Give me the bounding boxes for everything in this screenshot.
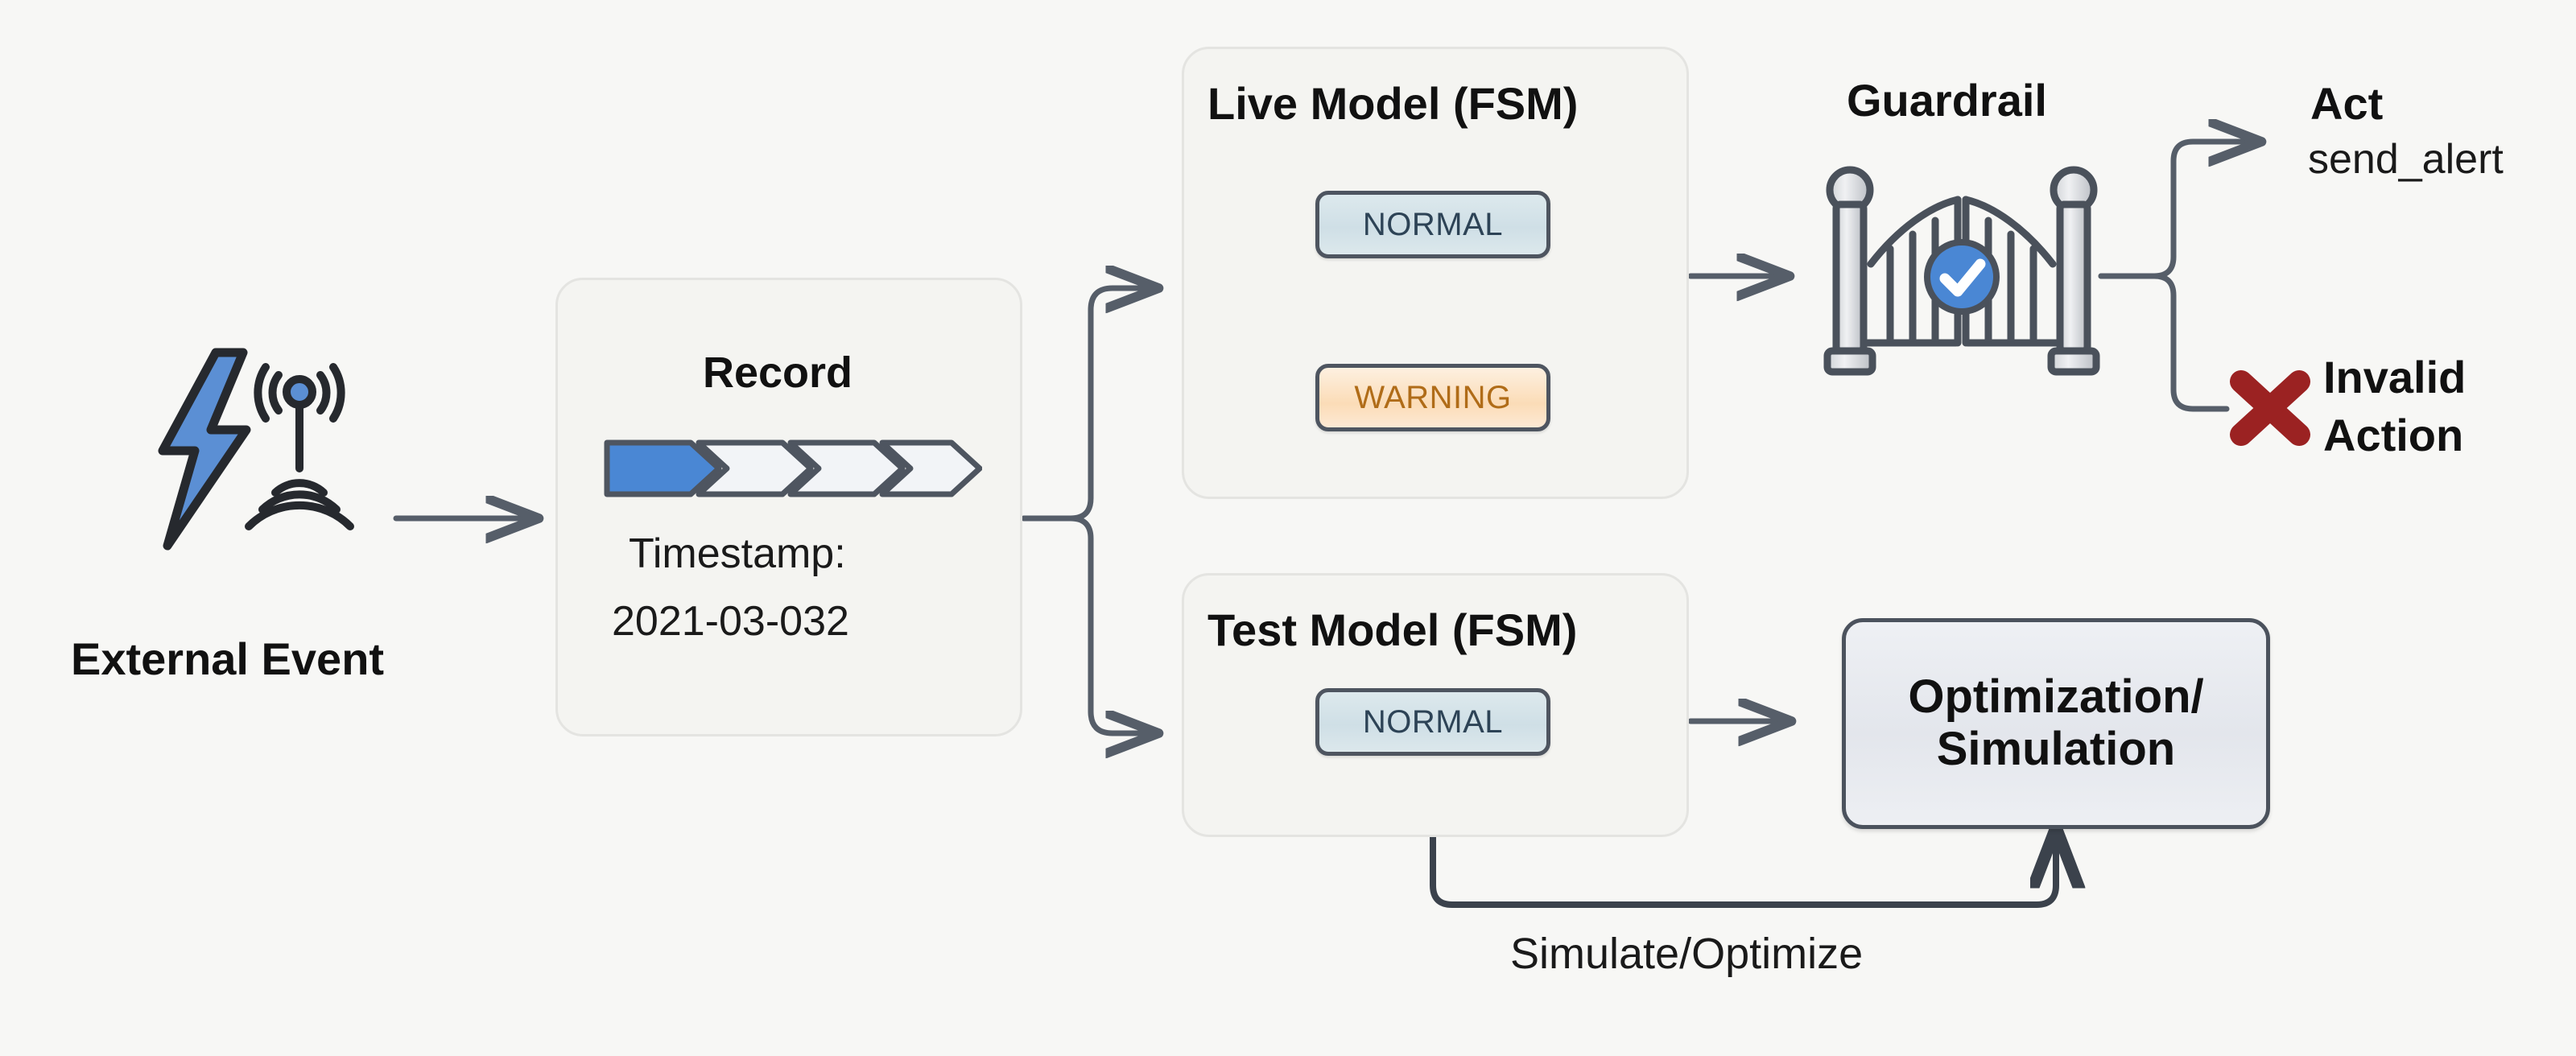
external-event-icon-group <box>158 348 354 551</box>
live-state-warning-label: WARNING <box>1354 379 1512 415</box>
outcome-invalid-line1: Invalid <box>2323 352 2467 402</box>
record-timestamp-label: Timestamp: <box>629 530 846 577</box>
gate-with-check-badge-icon <box>1823 166 2100 376</box>
optimization-simulation-box[interactable]: Optimization/ Simulation <box>1842 618 2270 829</box>
check-circle-icon <box>1924 239 2000 315</box>
live-state-warning[interactable]: WARNING <box>1315 364 1550 431</box>
outcome-act-line2: send_alert <box>2308 136 2504 183</box>
live-model-title: Live Model (FSM) <box>1208 78 1579 129</box>
test-state-normal-label: NORMAL <box>1362 703 1504 740</box>
optimization-line1: Optimization/ <box>1908 670 2204 724</box>
live-state-normal[interactable]: NORMAL <box>1315 191 1550 258</box>
record-timestamp-value: 2021-03-032 <box>612 598 849 645</box>
test-model-title: Test Model (FSM) <box>1208 604 1578 655</box>
arrow-feedback-simulate-optimize <box>1430 829 2056 908</box>
arrow-record-split <box>1021 288 1158 733</box>
red-cross-icon <box>2230 370 2310 446</box>
guardrail-title: Guardrail <box>1847 75 2047 126</box>
outcome-invalid-line2: Action <box>2323 410 2464 460</box>
feedback-loop-label: Simulate/Optimize <box>1510 930 1864 978</box>
external-event-label: External Event <box>71 633 385 684</box>
lightning-bolt-icon <box>158 348 251 551</box>
record-progress-chevrons <box>604 439 982 497</box>
test-state-normal[interactable]: NORMAL <box>1315 688 1550 756</box>
record-box <box>555 278 1022 736</box>
broadcast-antenna-icon <box>245 363 354 530</box>
gate-post-right <box>2047 166 2100 376</box>
outcome-act-line1: Act <box>2310 78 2384 129</box>
live-state-normal-label: NORMAL <box>1362 206 1504 242</box>
record-title: Record <box>703 349 853 397</box>
gate-post-left <box>1823 166 1876 376</box>
optimization-line2: Simulation <box>1936 723 2176 775</box>
